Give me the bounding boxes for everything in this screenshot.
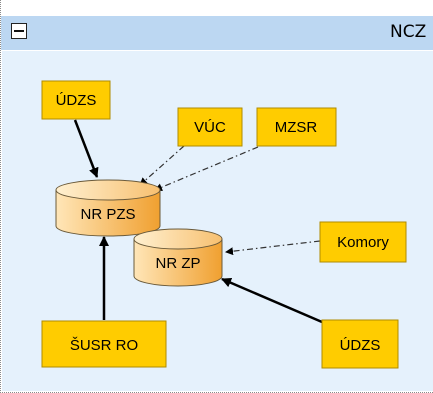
collapse-toggle-icon[interactable] [11, 23, 27, 39]
node-nr-pzs-database[interactable]: NR PZS [55, 179, 161, 237]
edge-udzs-to-nrpzs [73, 119, 99, 178]
panel-title: NCZ [390, 22, 427, 42]
node-nr-pzs-label: NR PZS [80, 206, 135, 223]
panel-header [1, 16, 433, 50]
node-vuc[interactable]: VÚC [177, 107, 243, 147]
node-udzs-bottom[interactable]: ÚDZS [321, 319, 399, 369]
node-udzs-top-label: ÚDZS [56, 92, 97, 109]
node-udzs-top[interactable]: ÚDZS [41, 80, 111, 120]
node-vuc-label: VÚC [194, 119, 226, 136]
node-mzsr-label: MZSR [275, 119, 318, 136]
node-nr-zp-database[interactable]: NR ZP [133, 228, 223, 287]
node-susr-ro-label: ŠUSR RO [70, 337, 138, 354]
edge-vuc-to-nrpzs [139, 145, 185, 186]
edge-komory-to-nrzp [225, 240, 321, 256]
edge-udzs-to-nrzp [221, 277, 323, 324]
edge-mzsr-to-nrpzs [154, 146, 259, 191]
node-komory[interactable]: Komory [319, 221, 407, 263]
node-komory-label: Komory [337, 234, 389, 251]
node-udzs-bottom-label: ÚDZS [340, 337, 381, 354]
node-susr-ro[interactable]: ŠUSR RO [41, 320, 167, 368]
node-mzsr[interactable]: MZSR [256, 107, 337, 147]
node-nr-zp-label: NR ZP [156, 255, 201, 272]
